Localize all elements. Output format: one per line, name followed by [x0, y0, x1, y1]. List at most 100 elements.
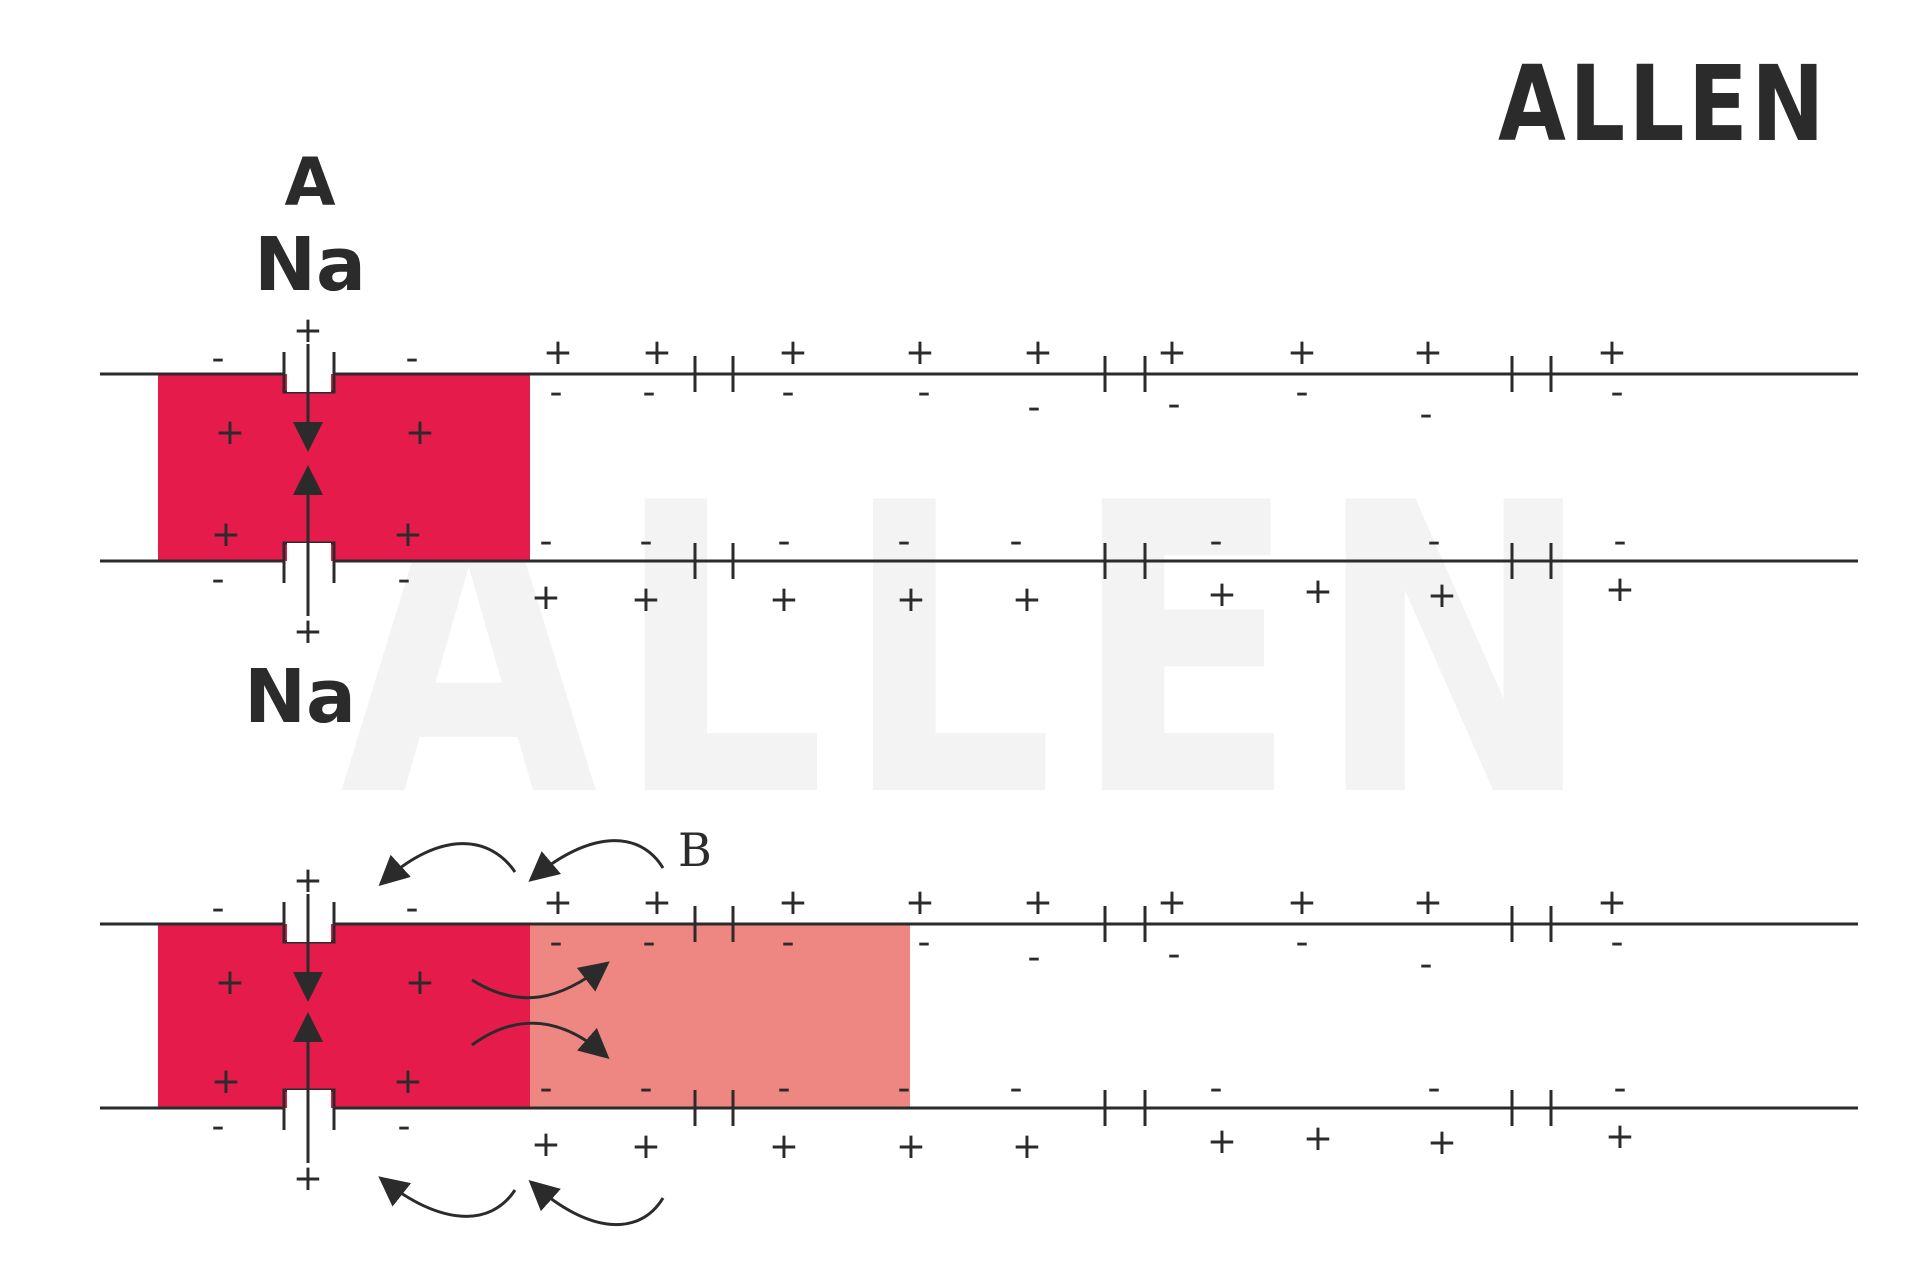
charge-sign: -: [550, 372, 563, 413]
charge-sign: -: [918, 372, 931, 413]
charge-sign: -: [406, 338, 419, 379]
charge-sign: +: [1303, 571, 1333, 612]
charge-sign: +: [405, 412, 435, 453]
charge-sign: +: [896, 1126, 926, 1167]
charge-sign: -: [212, 1106, 225, 1147]
charge-sign: +: [211, 514, 241, 555]
charge-sign: -: [1210, 1068, 1223, 1109]
charge-sign: -: [918, 922, 931, 963]
charge-sign: +: [215, 412, 245, 453]
charge-sign: -: [212, 888, 225, 929]
charge-sign: -: [782, 922, 795, 963]
watermark-text: ALLEN: [340, 420, 1610, 885]
charge-sign: -: [1028, 937, 1041, 978]
charge-sign: +: [769, 1126, 799, 1167]
charge-sign: -: [550, 922, 563, 963]
charge-sign: +: [642, 332, 672, 373]
charge-sign: -: [1296, 922, 1309, 963]
charge-sign: +: [393, 1061, 423, 1102]
charge-sign: +: [543, 332, 573, 373]
charge-sign: +: [642, 882, 672, 923]
charge-sign: +: [1157, 332, 1187, 373]
charge-sign: +: [1427, 1122, 1457, 1163]
charge-sign: +: [1597, 882, 1627, 923]
charge-sign: -: [1420, 944, 1433, 985]
charge-sign: +: [1605, 1116, 1635, 1157]
charge-sign: +: [293, 1158, 323, 1199]
charge-sign: +: [531, 1124, 561, 1165]
charge-sign: +: [1207, 1121, 1237, 1162]
charge-sign: -: [640, 1068, 653, 1109]
charge-sign: +: [769, 579, 799, 620]
local-current-arrow: [471, 1021, 610, 1059]
charge-sign: +: [1023, 332, 1053, 373]
charge-sign: +: [293, 860, 323, 901]
allen-logo: ALLEN: [1498, 43, 1828, 165]
charge-sign: -: [898, 521, 911, 562]
local-current-arrow: [378, 1176, 517, 1218]
charge-sign: +: [631, 1126, 661, 1167]
charge-sign: -: [1611, 372, 1624, 413]
charge-sign: +: [905, 882, 935, 923]
charge-sign: +: [1157, 882, 1187, 923]
charge-sign: +: [1287, 882, 1317, 923]
charge-sign: +: [1427, 575, 1457, 616]
charge-sign: -: [212, 338, 225, 379]
charge-sign: +: [1012, 1126, 1042, 1167]
charge-sign: -: [398, 559, 411, 600]
sodium-bottom-label: Na: [244, 654, 356, 740]
charge-sign: -: [643, 922, 656, 963]
charge-sign: +: [531, 577, 561, 618]
charge-sign: -: [1028, 387, 1041, 428]
charge-sign: +: [405, 962, 435, 1003]
charge-sign: -: [1614, 1068, 1627, 1109]
charge-sign: -: [398, 1106, 411, 1147]
charge-sign: -: [406, 888, 419, 929]
charge-sign: +: [1012, 579, 1042, 620]
charge-sign: -: [643, 372, 656, 413]
charge-sign: +: [211, 1061, 241, 1102]
charge-sign: +: [293, 611, 323, 652]
charge-sign: -: [1010, 1068, 1023, 1109]
charge-sign: +: [905, 332, 935, 373]
charge-sign: -: [778, 521, 791, 562]
charge-sign: +: [1413, 332, 1443, 373]
charge-sign: -: [212, 559, 225, 600]
charge-sign: -: [1420, 394, 1433, 435]
charge-sign: +: [293, 310, 323, 351]
depolarized-region: [158, 374, 530, 561]
charge-sign: +: [631, 579, 661, 620]
charge-sign: +: [393, 514, 423, 555]
charge-sign: +: [1023, 882, 1053, 923]
charge-sign: -: [782, 372, 795, 413]
charge-sign: +: [1597, 332, 1627, 373]
label-b: B: [678, 823, 712, 877]
label-a: A: [284, 144, 335, 221]
charge-sign: +: [896, 579, 926, 620]
local-current-arrow: [528, 839, 665, 882]
local-current-arrow: [471, 961, 610, 1000]
spreading-region: [530, 924, 910, 1108]
charge-sign: +: [778, 882, 808, 923]
charge-sign: +: [1413, 882, 1443, 923]
charge-sign: -: [778, 1068, 791, 1109]
charge-sign: +: [215, 962, 245, 1003]
charge-sign: +: [1287, 332, 1317, 373]
charge-sign: -: [1168, 934, 1181, 975]
charge-sign: -: [1210, 521, 1223, 562]
charge-sign: -: [540, 1068, 553, 1109]
charge-sign: +: [1303, 1118, 1333, 1159]
charge-sign: +: [778, 332, 808, 373]
charge-sign: -: [1010, 521, 1023, 562]
membrane-layer: --+++++--++++++++++-----------------++++…: [100, 310, 1858, 1227]
charge-sign: -: [1614, 521, 1627, 562]
depolarized-region: [158, 924, 530, 1108]
local-current-arrow: [528, 1180, 665, 1227]
charge-sign: -: [1168, 384, 1181, 425]
charge-sign: -: [1428, 521, 1441, 562]
charge-sign: -: [640, 521, 653, 562]
charge-sign: -: [1296, 372, 1309, 413]
charge-sign: -: [1428, 1068, 1441, 1109]
